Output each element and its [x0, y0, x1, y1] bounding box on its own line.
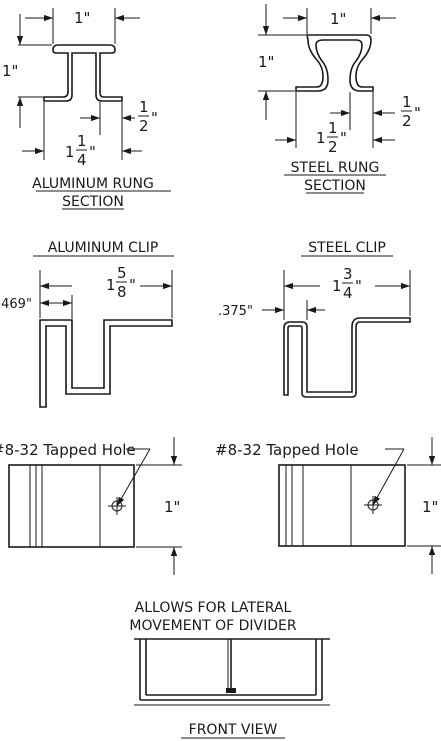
- steel-plate-hole-label: #8-32 Tapped Hole: [215, 441, 359, 459]
- steel-clip-plate: #8-32 Tapped Hole 1": [215, 437, 441, 574]
- aluminum-clip-plate: #8-32 Tapped Hole 1": [0, 437, 182, 575]
- front-view-divider-foot: [226, 688, 236, 693]
- front-view: ALLOWS FOR LATERAL MOVEMENT OF DIVIDER F…: [129, 600, 330, 739]
- alu-rung-flange-unit: ": [151, 109, 158, 127]
- steel-clip-title: STEEL CLIP: [308, 240, 386, 256]
- alu-clip-width-unit: ": [129, 276, 136, 294]
- steel-clip-width-num: 3: [343, 265, 353, 283]
- alu-plate-hole-label: #8-32 Tapped Hole: [0, 441, 136, 459]
- alu-rung-base-den: 4: [77, 151, 87, 169]
- alu-rung-caption-1: ALUMINUM RUNG: [32, 176, 154, 192]
- front-view-caption: FRONT VIEW: [189, 722, 278, 738]
- alu-rung-base-whole: 1: [65, 143, 75, 161]
- alu-plate-height-label: 1": [164, 498, 180, 516]
- steel-clip-profile: [283, 317, 411, 398]
- alu-rung-width-label: 1": [74, 9, 90, 27]
- steel-rung-base-den: 2: [328, 138, 338, 156]
- alu-rung-height-label: 1": [2, 62, 18, 80]
- aluminum-rung-section: 1" 1" 1 2 " 1 1 4 " ALUMINUM RUNG SECTIO…: [2, 8, 171, 210]
- alu-clip-gap-label: .469": [0, 297, 32, 312]
- alu-clip-width-num: 5: [117, 264, 127, 282]
- steel-rung-flange-unit: ": [414, 104, 421, 122]
- steel-rung-width-label: 1": [330, 10, 346, 28]
- alu-clip-width-den: 8: [117, 283, 127, 301]
- steel-rung-base-whole: 1: [316, 129, 326, 147]
- alu-clip-profile: [39, 319, 173, 408]
- steel-rung-profile: [295, 34, 374, 92]
- steel-rung-base-unit: ": [340, 129, 347, 147]
- alu-plate-outline: [8, 464, 135, 548]
- alu-clip-title: ALUMINUM CLIP: [48, 240, 159, 256]
- steel-plate-outline: [278, 464, 406, 547]
- steel-plate-height-label: 1": [422, 498, 438, 516]
- steel-rung-height-label: 1": [258, 53, 274, 71]
- steel-clip-gap-label: .375": [218, 304, 253, 319]
- steel-plate-leader-arrow: [372, 448, 405, 506]
- steel-clip: STEEL CLIP 1 3 4 " .375": [218, 240, 411, 398]
- front-view-note-2: MOVEMENT OF DIVIDER: [129, 618, 296, 634]
- steel-rung-flange-den: 2: [402, 112, 412, 130]
- aluminum-clip: ALUMINUM CLIP 1 5 8 " .469": [0, 240, 174, 408]
- steel-clip-width-den: 4: [343, 284, 353, 302]
- alu-rung-base-num: 1: [77, 132, 87, 150]
- aluminum-rung-profile: [43, 44, 123, 102]
- alu-clip-width-whole: 1: [106, 276, 116, 294]
- steel-rung-flange-num: 1: [402, 93, 412, 111]
- steel-rung-base-num: 1: [328, 119, 338, 137]
- alu-rung-caption-2: SECTION: [62, 194, 124, 210]
- steel-clip-width-unit: ": [355, 277, 362, 295]
- alu-plate-leader-arrow: [116, 448, 151, 507]
- steel-clip-width-whole: 1: [332, 277, 342, 295]
- alu-rung-flange-den: 2: [139, 117, 149, 135]
- front-view-note-1: ALLOWS FOR LATERAL: [135, 600, 292, 616]
- steel-rung-section: 1" 1" 1 2 " 1 1 2 " STEEL RUNG SECTION: [258, 4, 421, 194]
- alu-rung-flange-num: 1: [139, 98, 149, 116]
- steel-rung-caption-1: STEEL RUNG: [291, 160, 380, 176]
- alu-rung-base-unit: ": [89, 143, 96, 161]
- steel-rung-caption-2: SECTION: [304, 178, 366, 194]
